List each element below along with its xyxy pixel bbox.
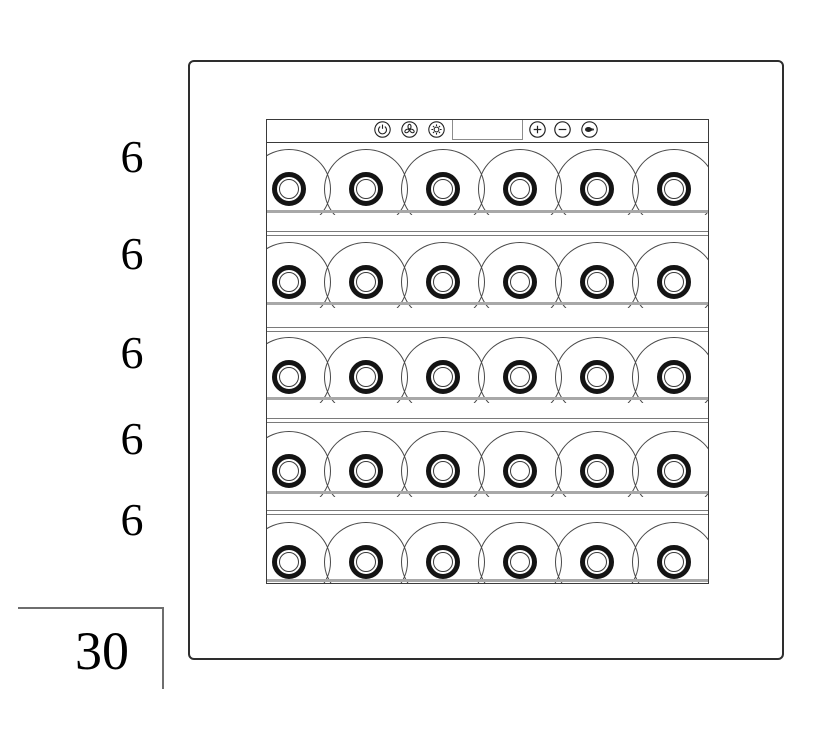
- temperature-display: [452, 120, 523, 140]
- bottle-row: [267, 149, 708, 215]
- shelf-line: [267, 397, 708, 400]
- shelf-line: [267, 491, 708, 494]
- shelf-line: [267, 210, 708, 213]
- shelf-front-rail: [267, 231, 708, 236]
- bottle-neck-ring: [426, 545, 460, 579]
- bottle-neck-ring: [349, 172, 383, 206]
- shelf-front-rail: [267, 418, 708, 423]
- bottle-neck-ring-inner: [587, 552, 607, 572]
- bottle-neck-ring-inner: [356, 367, 376, 387]
- bottle-neck-ring: [503, 172, 537, 206]
- bottle-neck-ring: [503, 454, 537, 488]
- shelf-line: [267, 579, 708, 582]
- bottle-neck-ring-inner: [510, 272, 530, 292]
- bottle-neck-ring: [426, 360, 460, 394]
- bottle-neck-ring: [580, 360, 614, 394]
- bottle-neck-ring: [349, 265, 383, 299]
- bottle-neck-ring-inner: [510, 461, 530, 481]
- light-icon: [428, 121, 445, 138]
- bottle-neck-ring-inner: [587, 367, 607, 387]
- bottle-neck-ring: [503, 360, 537, 394]
- bottle-neck-ring: [580, 172, 614, 206]
- bottle-body-arc: [632, 149, 708, 215]
- bottle-neck-ring-inner: [433, 179, 453, 199]
- bottle-neck-ring: [580, 454, 614, 488]
- bottle-neck-ring: [503, 265, 537, 299]
- bottle-row: [267, 242, 708, 308]
- bottle-neck-ring-inner: [587, 179, 607, 199]
- bottle-neck-ring-inner: [356, 461, 376, 481]
- bottle-neck-ring: [426, 454, 460, 488]
- bottle-neck-ring: [426, 172, 460, 206]
- bottle-body-arc: [632, 522, 708, 583]
- bottle-neck-ring: [657, 172, 691, 206]
- bottle-neck-ring-inner: [664, 179, 684, 199]
- minus-icon: [554, 121, 571, 138]
- plus-icon: [529, 121, 546, 138]
- bottle-neck-ring-inner: [433, 367, 453, 387]
- bottle-neck-ring-inner: [510, 367, 530, 387]
- bottle-row: [267, 522, 708, 583]
- row-capacity-label: 6: [120, 326, 144, 378]
- bulb-icon: [581, 121, 598, 138]
- row-capacity-label: 6: [120, 493, 144, 545]
- bottle-neck-ring-inner: [664, 552, 684, 572]
- bottle-row: [267, 431, 708, 497]
- bottle-neck-ring: [272, 265, 306, 299]
- bottle-neck-ring: [580, 265, 614, 299]
- bottle-neck-ring: [657, 454, 691, 488]
- bottle-neck-ring: [349, 454, 383, 488]
- control-panel: [267, 120, 708, 143]
- shelf-front-rail: [267, 510, 708, 515]
- bottle-row: [267, 337, 708, 403]
- total-bracket-vertical-line: [162, 607, 164, 689]
- bottle-neck-ring: [349, 545, 383, 579]
- bottle-neck-ring-inner: [587, 461, 607, 481]
- bottle-body-arc: [632, 242, 708, 308]
- bottle-neck-ring-inner: [279, 552, 299, 572]
- total-bracket-horizontal-line: [18, 607, 163, 609]
- bottle-neck-ring: [657, 360, 691, 394]
- bottle-neck-ring-inner: [664, 461, 684, 481]
- bottle-neck-ring-inner: [356, 552, 376, 572]
- bottle-neck-ring-inner: [433, 272, 453, 292]
- bottle-neck-ring: [272, 545, 306, 579]
- bottle-neck-ring: [272, 172, 306, 206]
- bottle-neck-ring: [657, 545, 691, 579]
- bottle-neck-ring: [580, 545, 614, 579]
- bottle-neck-ring-inner: [433, 552, 453, 572]
- total-capacity-label: 30: [75, 621, 129, 681]
- bottle-neck-ring-inner: [510, 552, 530, 572]
- bottle-neck-ring: [349, 360, 383, 394]
- bottle-body-arc: [632, 431, 708, 497]
- bottle-neck-ring: [426, 265, 460, 299]
- bottle-neck-ring-inner: [356, 179, 376, 199]
- bottle-neck-ring-inner: [664, 367, 684, 387]
- bottle-neck-ring-inner: [279, 179, 299, 199]
- bottle-neck-ring: [272, 454, 306, 488]
- bottle-neck-ring-inner: [587, 272, 607, 292]
- fan-icon: [401, 121, 418, 138]
- bottle-neck-ring-inner: [279, 461, 299, 481]
- row-capacity-label: 6: [120, 412, 144, 464]
- bottle-neck-ring: [272, 360, 306, 394]
- bottle-neck-ring-inner: [356, 272, 376, 292]
- row-capacity-label: 6: [120, 227, 144, 279]
- bottle-neck-ring: [503, 545, 537, 579]
- bottle-neck-ring-inner: [279, 367, 299, 387]
- shelf-front-rail: [267, 327, 708, 332]
- bottle-body-arc: [632, 337, 708, 403]
- bottle-neck-ring-inner: [433, 461, 453, 481]
- door-glass-rack-area: [266, 119, 709, 584]
- bottle-neck-ring-inner: [664, 272, 684, 292]
- power-icon: [374, 121, 391, 138]
- bottle-neck-ring-inner: [279, 272, 299, 292]
- bottle-neck-ring-inner: [510, 179, 530, 199]
- bottle-neck-ring: [657, 265, 691, 299]
- shelf-line: [267, 302, 708, 305]
- row-capacity-label: 6: [120, 130, 144, 182]
